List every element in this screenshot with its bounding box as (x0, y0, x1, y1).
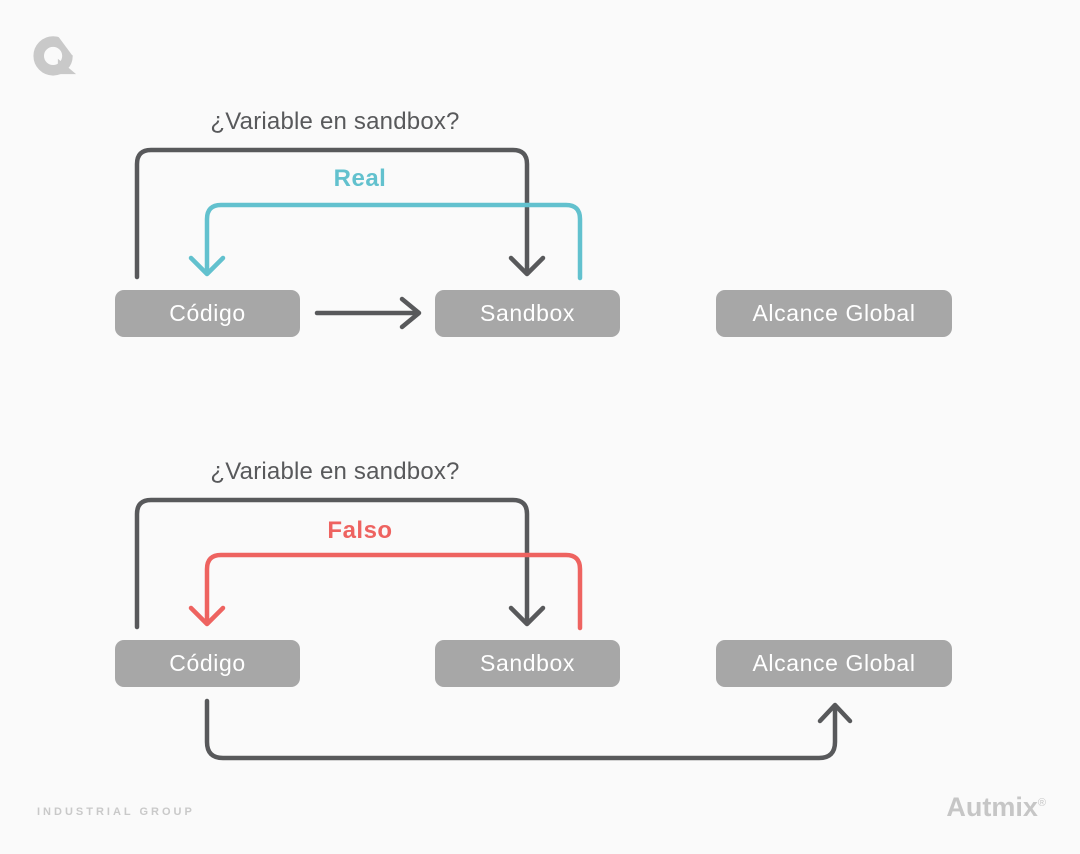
arrowhead-down-icon (508, 605, 546, 627)
top-sandbox-box: Sandbox (435, 290, 620, 337)
registered-trademark-icon: ® (1037, 797, 1046, 809)
top-alcance-global-box: Alcance Global (716, 290, 952, 337)
arrowhead-down-icon (508, 255, 546, 277)
bottom-alcance-global-box: Alcance Global (716, 640, 952, 687)
bottom-codigo-box: Código (115, 640, 300, 687)
autmix-logo-icon (33, 30, 77, 76)
bottom-codigo-label: Código (169, 650, 246, 676)
top-codigo-label: Código (169, 300, 246, 326)
bottom-sandbox-label: Sandbox (480, 650, 575, 676)
bottom-sandbox-box: Sandbox (435, 640, 620, 687)
arrowhead-down-icon (188, 605, 226, 627)
top-teal-real-arrow (188, 202, 583, 281)
branch-label-falso: Falso (327, 517, 393, 544)
bottom-red-falso-arrow (188, 552, 583, 631)
top-codigo-box: Código (115, 290, 300, 337)
industrial-group-label: INDUSTRIAL GROUP (37, 806, 195, 818)
arrowhead-down-icon (188, 255, 226, 277)
arrowhead-up-icon (817, 702, 853, 724)
bottom-codigo-to-alcance-arrow (204, 698, 853, 761)
top-codigo-to-sandbox-arrow (314, 296, 422, 330)
arrowhead-right-icon (399, 296, 422, 330)
top-alcance-global-label: Alcance Global (752, 300, 916, 326)
top-diagram-title: ¿Variable en sandbox? (210, 108, 460, 135)
branch-label-real: Real (333, 165, 387, 192)
bottom-diagram-title: ¿Variable en sandbox? (210, 458, 460, 485)
top-sandbox-label: Sandbox (480, 300, 575, 326)
bottom-alcance-global-label: Alcance Global (752, 650, 916, 676)
autmix-wordmark: Autmix® (946, 792, 1046, 823)
autmix-brand-text: Autmix (946, 792, 1038, 822)
